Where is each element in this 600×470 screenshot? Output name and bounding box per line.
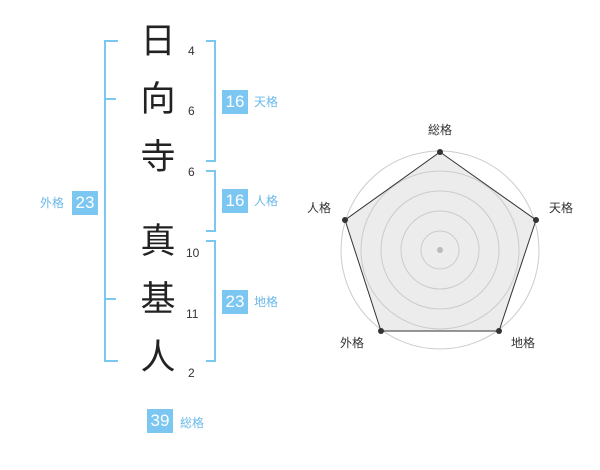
gaikaku-bracket-tick-2 [104,298,116,300]
radar-point-gaikaku [378,328,384,334]
stroke-count-6: 2 [188,366,195,380]
chikaku-label: 地格 [254,295,279,309]
radar-label-tenkaku: 天格 [549,200,573,215]
jinkaku-value-badge: 16 [222,189,248,213]
stroke-count-2: 6 [188,104,195,118]
radar-point-jinkaku [342,217,348,223]
radar-point-tenkaku [533,217,539,223]
radar-center-dot [437,247,443,253]
stroke-count-5: 11 [186,307,199,321]
soukaku-value-badge: 39 [147,409,173,433]
name-char-2: 向 [140,80,176,120]
gaikaku-value-badge: 23 [72,191,98,215]
tenkaku-bracket [206,40,216,162]
gaikaku-bracket [104,40,118,362]
radar-label-chikaku: 地格 [511,335,535,350]
radar-point-chikaku [496,328,502,334]
tenkaku-value-badge: 16 [222,90,248,114]
name-char-3: 寺 [140,138,176,178]
soukaku-label: 総格 [180,416,205,430]
jinkaku-label: 人格 [254,194,279,208]
radar-ring-2 [400,210,480,290]
name-char-5: 基 [140,280,176,320]
radar-point-soukaku [437,149,443,155]
stroke-count-1: 4 [188,44,195,58]
name-char-4: 真 [140,222,176,262]
radar-ring-4 [360,170,520,330]
gaikaku-label: 外格 [40,196,65,210]
name-char-1: 日 [140,22,176,62]
gaikaku-bracket-tick-1 [104,98,116,100]
radar-label-soukaku: 総格 [428,122,452,137]
chikaku-value-badge: 23 [222,290,248,314]
chikaku-bracket [206,240,216,362]
radar-ring-1 [420,230,460,270]
stroke-count-4: 10 [186,246,200,260]
radar-label-gaikaku: 外格 [340,335,364,350]
radar-ring-3 [380,190,500,310]
stroke-count-3: 6 [188,165,195,179]
radar-polygon [344,151,537,332]
radar-label-jinkaku: 人格 [307,200,331,215]
jinkaku-bracket [206,170,216,232]
tenkaku-label: 天格 [254,95,279,109]
name-char-6: 人 [140,338,176,378]
